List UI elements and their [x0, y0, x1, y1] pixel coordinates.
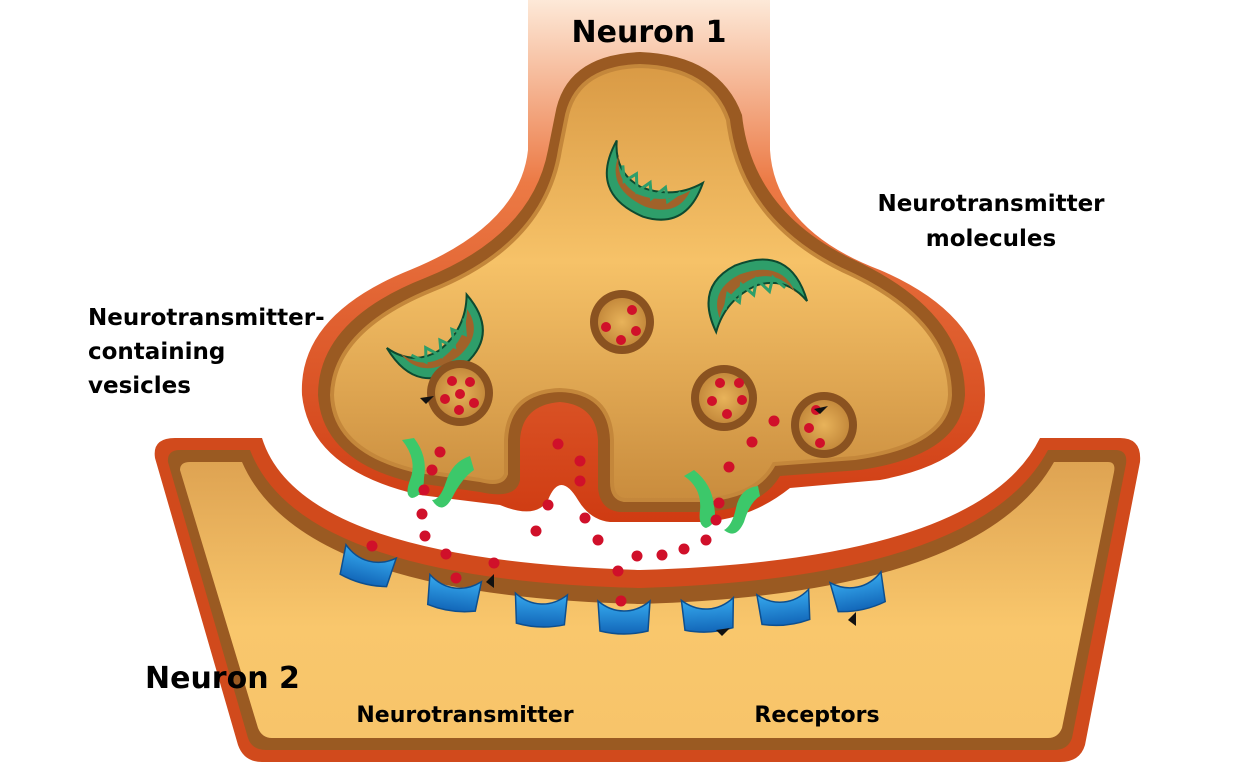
receptor-icon	[597, 599, 651, 635]
arrow-icon	[814, 406, 828, 414]
vesicle-icon	[691, 365, 757, 431]
receptor-icon	[339, 542, 398, 588]
label-vesicles-line1: Neurotransmitter-	[88, 305, 325, 331]
molecule-icon	[366, 415, 780, 607]
vesicle-icon	[791, 392, 857, 458]
label-vesicles-line3: vesicles	[88, 373, 191, 399]
receptor-icon	[755, 587, 811, 627]
receptor-icon	[680, 595, 735, 633]
arrow-icon	[420, 396, 434, 404]
neuron-1-cell	[301, 0, 985, 522]
arrow-icon	[486, 574, 494, 588]
mitochondrion-icon	[605, 139, 705, 221]
label-neuron-2: Neuron 2	[145, 661, 300, 696]
transporter-icon	[402, 438, 474, 508]
vesicle-icon	[590, 290, 654, 354]
label-vesicles-line2: containing	[88, 339, 225, 365]
label-molecules-line1: Neurotransmitter	[877, 191, 1105, 217]
neuron-2-cell	[154, 438, 1141, 762]
receptor-icon	[426, 572, 483, 613]
mitochondrion-icon	[707, 258, 809, 335]
arrow-icon	[848, 612, 856, 626]
transporter-icon	[684, 470, 760, 534]
receptor-icon	[514, 591, 569, 628]
arrow-icon	[716, 628, 730, 636]
receptor-icon	[828, 570, 887, 613]
label-neuron-1: Neuron 1	[572, 15, 727, 50]
label-neurotransmitter: Neurotransmitter	[356, 703, 573, 728]
label-molecules-line2: molecules	[926, 226, 1056, 252]
label-receptors: Receptors	[754, 703, 879, 728]
vesicle-icon	[427, 360, 493, 426]
